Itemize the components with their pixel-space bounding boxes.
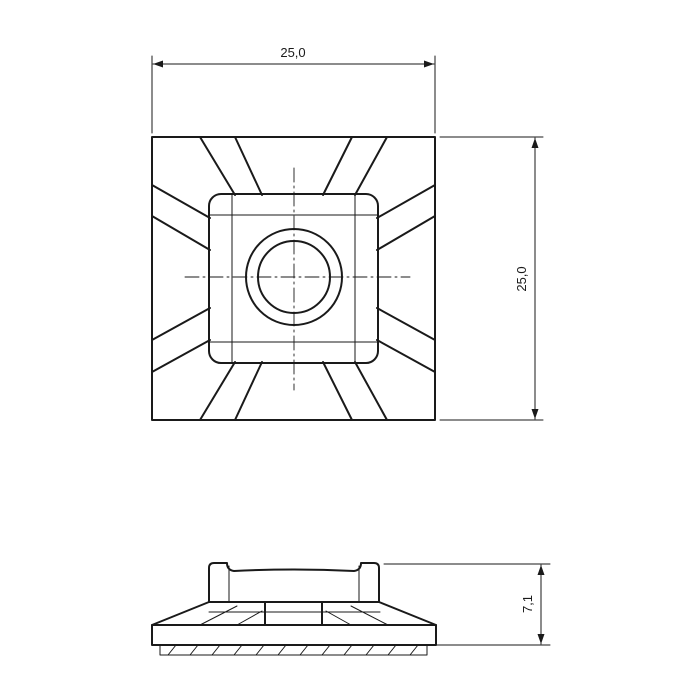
base-outline bbox=[151, 136, 436, 421]
height-dimension: 25,0 bbox=[439, 136, 544, 421]
width-dimension: 25,0 bbox=[151, 45, 436, 134]
side-view: 7,1 bbox=[151, 562, 551, 656]
center-block bbox=[264, 601, 323, 626]
base-plate bbox=[151, 624, 437, 646]
adhesive-hatching bbox=[167, 644, 419, 656]
width-dimension-label: 25,0 bbox=[280, 45, 305, 60]
boss-outline bbox=[208, 193, 379, 364]
adhesive-pad bbox=[159, 644, 428, 656]
saddle-boss bbox=[208, 562, 380, 603]
ribs bbox=[151, 136, 436, 421]
sloped-ribs bbox=[151, 601, 437, 626]
side-height-dimension: 7,1 bbox=[383, 563, 551, 646]
height-dimension-label: 25,0 bbox=[514, 266, 529, 291]
side-height-dimension-label: 7,1 bbox=[520, 595, 535, 613]
top-view: 25,0 25,0 bbox=[151, 45, 544, 421]
